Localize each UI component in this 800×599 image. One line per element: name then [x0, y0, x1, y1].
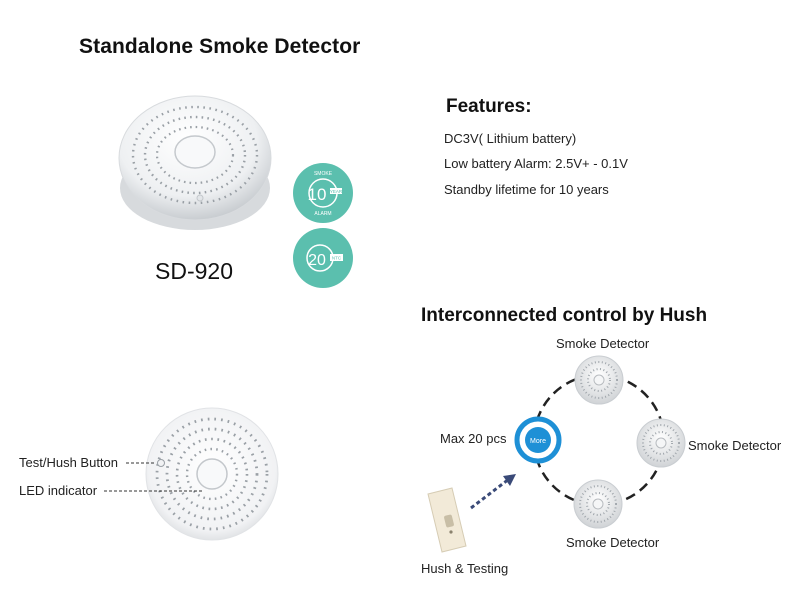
svg-text:YEAR: YEAR — [330, 189, 343, 194]
detector-right-label: Smoke Detector — [688, 438, 782, 453]
signal-arrow-icon — [470, 474, 516, 510]
svg-text:NTC: NTC — [332, 256, 342, 261]
mini-detector-bottom-icon — [573, 479, 623, 529]
features-heading: Features: — [446, 96, 532, 117]
detector-bottom-label: Smoke Detector — [566, 535, 660, 550]
led-indicator-label: LED indicator — [19, 483, 98, 498]
feature-item-low-battery: Low battery Alarm: 2.5V+ - 0.1V — [444, 156, 628, 171]
hub-more-icon: More — [514, 416, 562, 464]
remote-control-icon — [427, 487, 467, 553]
model-label: SD-920 — [155, 258, 233, 284]
feature-item-lifetime: Standby lifetime for 10 years — [444, 182, 609, 197]
svg-text:10: 10 — [308, 185, 327, 204]
test-hush-label: Test/Hush Button — [19, 455, 118, 470]
badge-20-icon: 20 NTC — [293, 228, 353, 288]
detector-front-image — [145, 407, 279, 541]
page-title: Standalone Smoke Detector — [79, 35, 361, 58]
interconnect-heading: Interconnected control by Hush — [421, 305, 708, 326]
mini-detector-right-icon — [636, 418, 686, 468]
max-pcs-label: Max 20 pcs — [440, 431, 507, 446]
detector-top-image — [118, 95, 272, 230]
svg-text:ALARM: ALARM — [314, 211, 331, 217]
svg-text:SMOKE: SMOKE — [314, 171, 333, 177]
remote-label: Hush & Testing — [421, 561, 509, 576]
mini-detector-top-icon — [574, 355, 624, 405]
svg-text:20: 20 — [308, 252, 326, 269]
feature-item-battery: DC3V( Lithium battery) — [444, 131, 577, 146]
detector-top-label: Smoke Detector — [556, 336, 650, 351]
badge-10-year-icon: 10 SMOKE ALARM YEAR — [293, 163, 353, 223]
svg-text:More: More — [530, 438, 546, 445]
